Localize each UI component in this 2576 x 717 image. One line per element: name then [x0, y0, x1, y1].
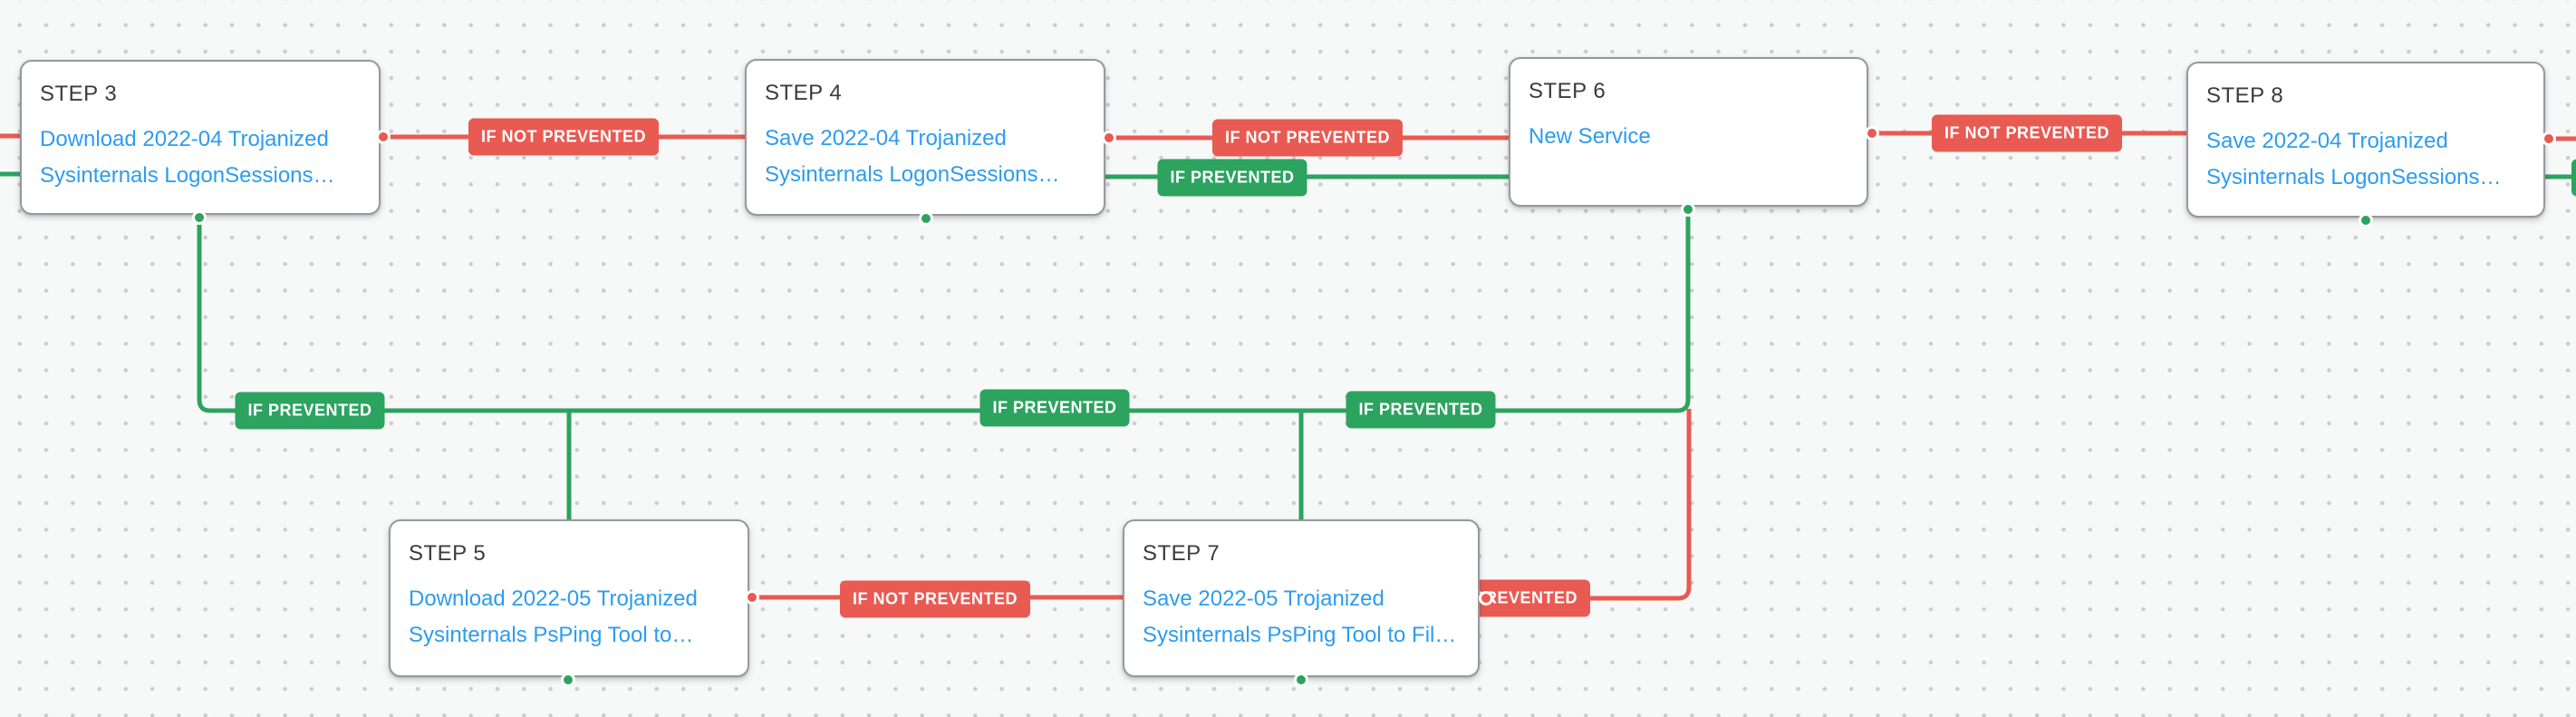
- step-scenario-link-line[interactable]: Download 2022-04 Trojanized: [40, 127, 329, 151]
- step-title: STEP 3: [40, 82, 118, 106]
- step-scenario-link-line[interactable]: Save 2022-04 Trojanized: [765, 126, 1007, 150]
- step-title: STEP 6: [1529, 79, 1606, 103]
- step-scenario-link-line[interactable]: Download 2022-05 Trojanized: [409, 586, 698, 611]
- step-title: STEP 4: [765, 81, 843, 105]
- step-node-6[interactable]: STEP 6 New Service: [1509, 57, 1868, 207]
- step-title: STEP 7: [1143, 541, 1220, 566]
- step-scenario-link-line[interactable]: Sysinternals PsPing Tool to Fil…: [1143, 623, 1457, 647]
- step-scenario-link-line[interactable]: Sysinternals LogonSessions…: [2206, 165, 2502, 189]
- step-scenario-link-line[interactable]: New Service: [1529, 124, 1651, 149]
- step-scenario-link-line[interactable]: Sysinternals PsPing Tool to…: [409, 623, 694, 647]
- step-scenario-link-line[interactable]: Sysinternals LogonSessions…: [40, 163, 335, 188]
- step-title: STEP 8: [2206, 83, 2284, 108]
- step-scenario-link-line[interactable]: Save 2022-04 Trojanized: [2206, 129, 2448, 153]
- step-title: STEP 5: [409, 541, 487, 566]
- step-scenario-link-line[interactable]: Save 2022-05 Trojanized: [1143, 586, 1384, 611]
- step-scenario-link[interactable]: New Service: [1529, 119, 1848, 155]
- step-scenario-link-line[interactable]: Sysinternals LogonSessions…: [765, 162, 1060, 187]
